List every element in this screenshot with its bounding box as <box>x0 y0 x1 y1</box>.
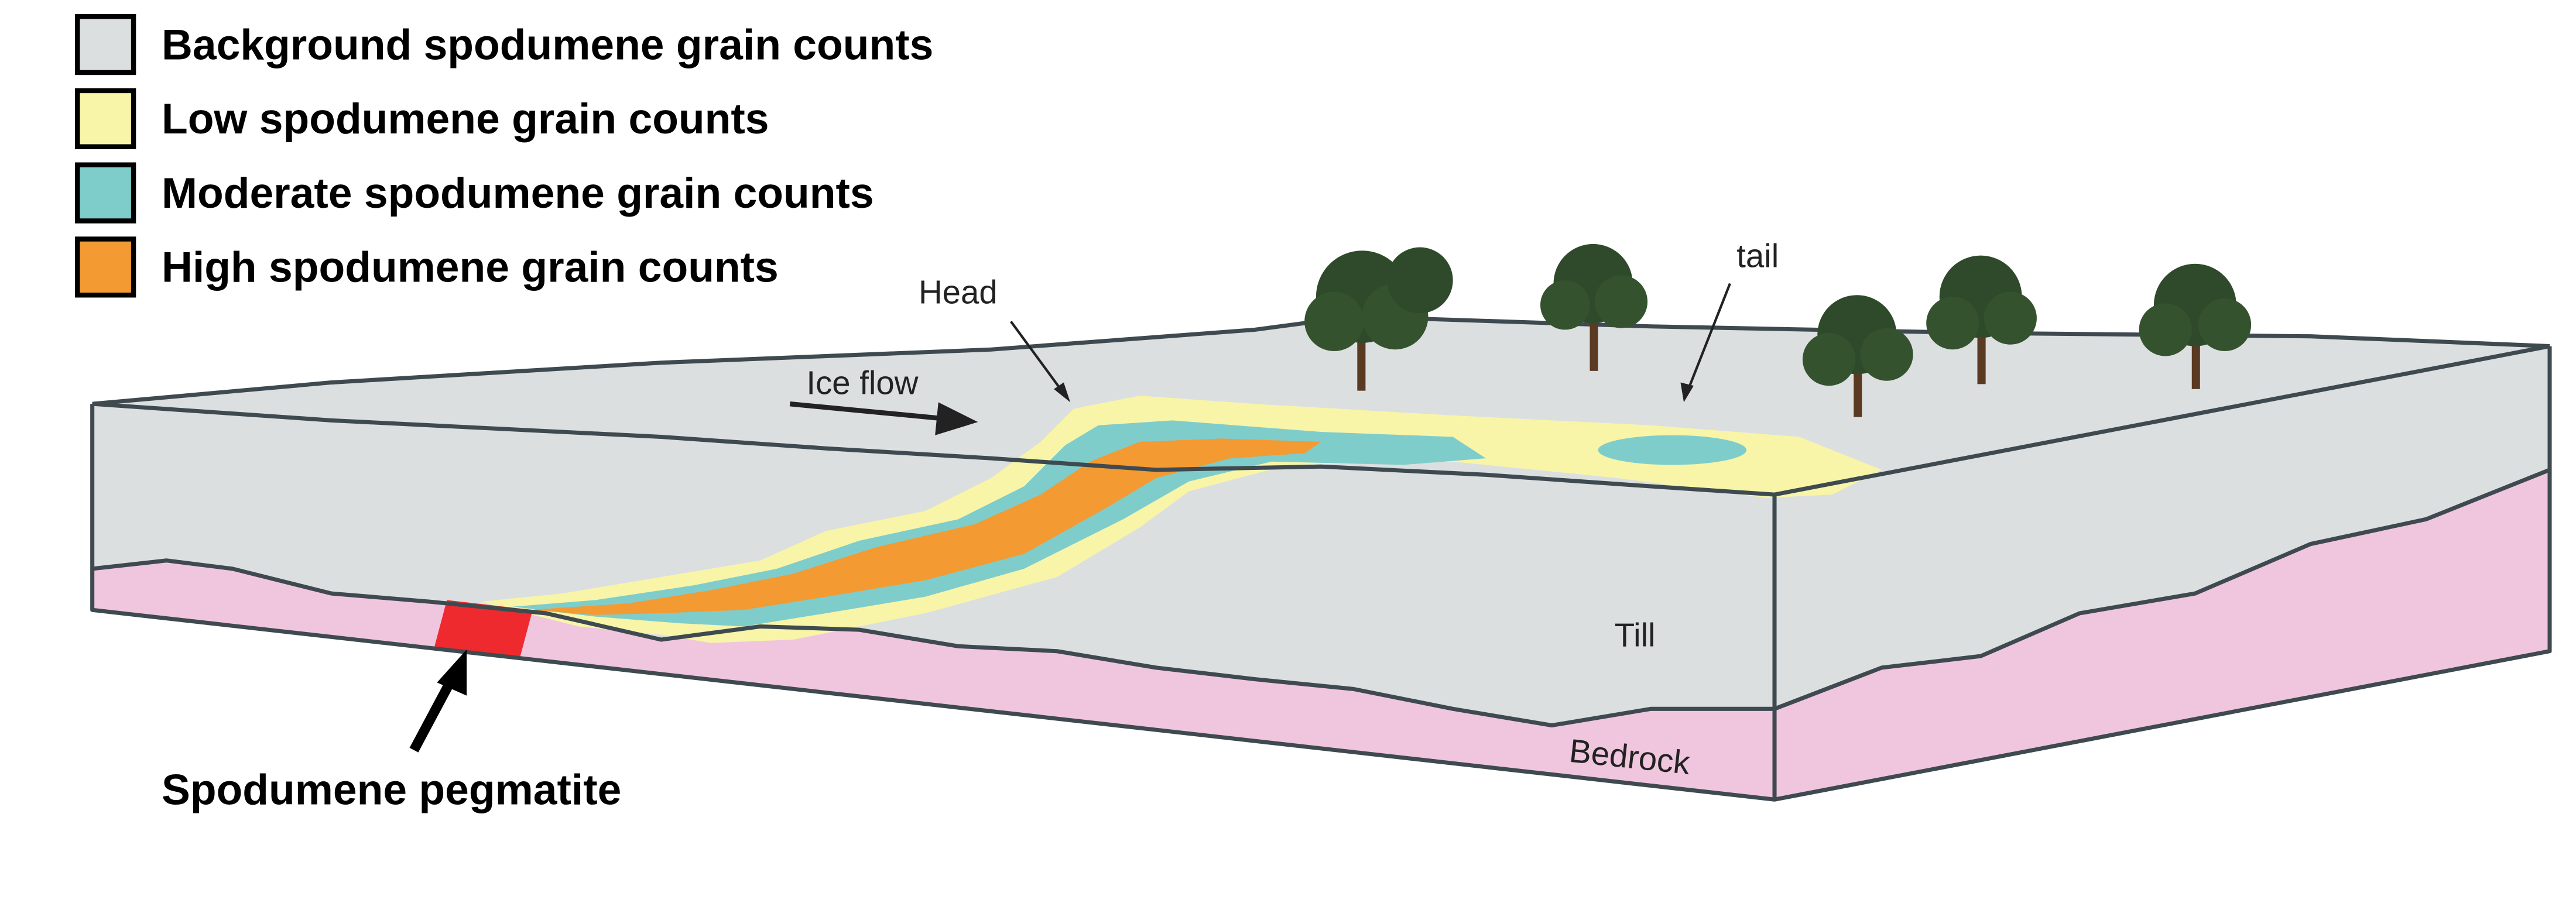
legend-label-low: Low spodumene grain counts <box>162 95 769 143</box>
tail-arrowhead-icon <box>1680 382 1694 403</box>
tree-icon <box>1926 255 2037 384</box>
head-label: Head <box>919 273 998 310</box>
till-label: Till <box>1615 616 1656 653</box>
trees <box>1304 243 2252 417</box>
head-arrowhead-icon <box>1053 382 1071 403</box>
plume-tail-moderate <box>1598 435 1747 465</box>
legend-swatch-background <box>75 13 136 75</box>
pegmatite-arrowhead-icon <box>437 649 467 696</box>
block-outline <box>90 346 2552 802</box>
pegmatite-label: Spodumene pegmatite <box>162 766 621 814</box>
tree-icon <box>1802 295 1913 417</box>
block-diagram <box>90 314 2552 802</box>
legend-label-high: High spodumene grain counts <box>162 243 779 291</box>
tree-icon <box>1304 247 1453 391</box>
ice-flow-arrowhead-icon <box>935 402 978 435</box>
tree-icon <box>2139 263 2252 389</box>
legend-swatch-moderate <box>75 162 136 224</box>
right-face-bedrock <box>1775 469 2550 800</box>
top-front-edge <box>92 344 2550 497</box>
till-bedrock-contact <box>92 468 2551 728</box>
annotations <box>409 283 1731 753</box>
legend: Background spodumene grain counts Low sp… <box>75 13 933 298</box>
tree-icon <box>1540 243 1648 371</box>
legend-label-moderate: Moderate spodumene grain counts <box>162 169 874 217</box>
right-face-till <box>1775 346 2550 709</box>
legend-swatch-high <box>75 236 136 298</box>
head-arrow-icon <box>1010 321 1067 397</box>
legend-swatch-low <box>75 88 136 149</box>
tail-label: tail <box>1736 237 1779 274</box>
spodumene-pegmatite-body <box>433 600 533 660</box>
ice-flow-arrow-icon <box>789 401 946 421</box>
ice-flow-label: Ice flow <box>806 364 918 401</box>
legend-label-background: Background spodumene grain counts <box>162 20 933 68</box>
plume-high <box>529 438 1321 615</box>
tail-arrow-icon <box>1686 283 1731 393</box>
pegmatite-arrow-icon <box>409 674 458 753</box>
